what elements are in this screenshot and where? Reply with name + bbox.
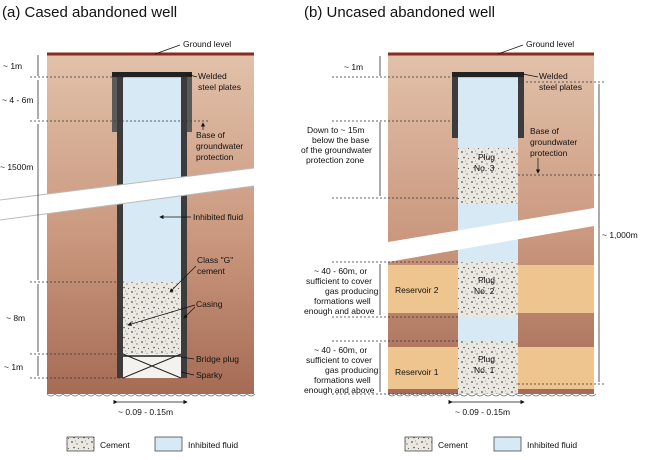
- legend-b-fluid-swatch: [493, 436, 522, 452]
- panel-b-upper-fluid: [458, 78, 518, 148]
- panel-b-reservoir-2-label: Reservoir 2: [395, 285, 439, 295]
- panel-b-welded-plates: [452, 72, 524, 77]
- panel-b-dim-1000m: ~ 1,000m: [602, 230, 638, 240]
- panel-a-label-base-gw-1: Base of: [196, 130, 225, 140]
- panel-a-casing-left: [117, 72, 123, 378]
- panel-a-label-base-gw-2: groundwater: [196, 141, 243, 151]
- panel-b-fluid-lower: [458, 317, 518, 341]
- panel-a-label-bridge-plug: Bridge plug: [196, 354, 239, 364]
- panel-b-label-base-gw-1: Base of: [530, 126, 559, 136]
- panel-b-dim-down-3: of the groundwater: [301, 145, 372, 155]
- panel-b-dim-1m: ~ 1m: [344, 62, 363, 72]
- panel-b-res2-dim-1: ~ 40 - 60m, or: [314, 266, 367, 276]
- panel-b-res2-dim-3: gas producing: [325, 286, 379, 296]
- panel-a-label-inhibited-fluid: Inhibited fluid: [193, 212, 243, 222]
- panel-b-res1-dim-5: enough and above: [304, 385, 375, 395]
- panel-a-label-base-gw-3: protection: [196, 152, 234, 162]
- panel-a-depth-break: [0, 168, 254, 220]
- panel-a-casing-right: [181, 72, 187, 378]
- panel-b-plug3-label-1: Plug: [478, 152, 495, 162]
- panel-b-res1-dim-3: gas producing: [325, 365, 379, 375]
- legend-b-fluid: Inhibited fluid: [527, 440, 577, 450]
- panel-b-title: (b) Uncased abandoned well: [304, 4, 495, 21]
- panel-b-plug3-label-2: No. 3: [474, 163, 495, 173]
- panel-b-res1-dim-1: ~ 40 - 60m, or: [314, 345, 367, 355]
- legend-a-cement: Cement: [100, 440, 130, 450]
- panel-b-depth-break: [388, 208, 594, 262]
- panel-b-res2-dim-5: enough and above: [304, 306, 375, 316]
- panel-b-plug1-label-2: No. 1: [474, 365, 495, 375]
- panel-a-label-sparky: Sparky: [196, 370, 223, 380]
- panel-b-res1-dim-4: formations well: [314, 375, 371, 385]
- panel-b-reservoir-1-label: Reservoir 1: [395, 367, 439, 377]
- panel-b-res2-dim-4: formations well: [314, 296, 371, 306]
- panel-b-res1-dim-2: sufficient to cover: [306, 355, 372, 365]
- panel-a-dim-1m-top: ~ 1m: [3, 61, 22, 71]
- panel-b-plug-1: [458, 341, 518, 394]
- panel-b-label-welded-1: Welded: [539, 71, 568, 81]
- panel-a-dim-1m-bottom: ~ 1m: [4, 362, 23, 372]
- panel-a-label-welded-2: steel plates: [198, 82, 241, 92]
- panel-b-res2-dim-2: sufficient to cover: [306, 276, 372, 286]
- panel-b: (b) Uncased abandoned well ~ 1: [301, 4, 638, 452]
- panel-b-label-base-gw-2: groundwater: [530, 137, 577, 147]
- panel-b-plug2-label-2: No. 2: [474, 286, 495, 296]
- panel-b-plug1-label-1: Plug: [478, 354, 495, 364]
- panel-a-label-casing: Casing: [196, 299, 223, 309]
- panel-a-label-class-g-1: Class "G": [197, 255, 233, 265]
- panel-a-dim-4-6m: ~ 4 - 6m: [2, 95, 33, 105]
- panel-b-label-welded-2: steel plates: [539, 82, 582, 92]
- panel-b-casing-right: [518, 72, 524, 138]
- panel-a-dim-1500m: ~ 1500m: [0, 162, 33, 172]
- legend-a-fluid-swatch: [154, 436, 183, 452]
- panel-b-dim-down-4: protection zone: [306, 155, 364, 165]
- panel-a-label-ground-level: Ground level: [183, 39, 231, 49]
- panel-b-plug2-label-1: Plug: [478, 275, 495, 285]
- legend-b-cement: Cement: [438, 440, 468, 450]
- panel-a-welded-plates: [112, 72, 192, 77]
- panel-b-dim-down-2: below the base: [312, 135, 369, 145]
- panel-b-dim-down-1: Down to ~ 15m: [307, 125, 364, 135]
- panel-a: (a) Cased abandoned well ~ 1m: [0, 4, 256, 452]
- panel-b-label-base-gw-3: protection: [530, 148, 568, 158]
- panel-a-dim-8m: ~ 8m: [6, 313, 25, 323]
- panel-b-plug-2: [458, 262, 518, 317]
- panel-a-dim-width: ~ 0.09 - 0.15m: [118, 407, 173, 417]
- panel-a-label-class-g-2: cement: [197, 266, 226, 276]
- panel-b-dim-width: ~ 0.09 - 0.15m: [455, 407, 510, 417]
- panel-b-plug-3: [458, 148, 518, 204]
- legend-b-cement-swatch: [404, 436, 433, 452]
- legend-a-fluid: Inhibited fluid: [188, 440, 238, 450]
- panel-b-label-ground-level: Ground level: [526, 39, 574, 49]
- panel-b-casing-left: [452, 72, 458, 138]
- panel-a-label-welded-1: Welded: [198, 71, 227, 81]
- panel-a-title: (a) Cased abandoned well: [2, 4, 177, 21]
- legend-a-cement-swatch: [66, 436, 95, 452]
